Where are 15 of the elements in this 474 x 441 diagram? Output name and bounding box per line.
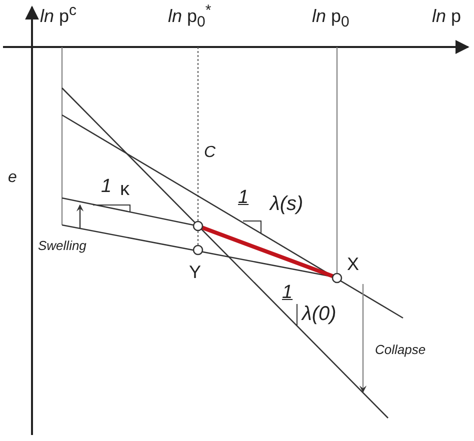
process-label: Collapse — [375, 343, 426, 356]
axis-label: ln p — [432, 7, 462, 25]
slope-label: λ(s) — [270, 194, 304, 214]
point-label: C — [204, 145, 216, 161]
slope-label: 1 — [238, 188, 249, 207]
point-label: Y — [189, 263, 202, 281]
axis-label: ln p$^{c}$ — [40, 3, 77, 25]
point-label: X — [347, 255, 360, 273]
process-label: Swelling — [38, 239, 86, 252]
axis-label: e — [8, 170, 17, 186]
slope-label: 1 — [101, 177, 112, 196]
slope-label: λ(0) — [302, 304, 336, 324]
slope-label: κ — [120, 180, 130, 199]
slope-label: 1 — [282, 283, 293, 302]
axis-label: ln p$_{0}$ — [312, 7, 350, 30]
